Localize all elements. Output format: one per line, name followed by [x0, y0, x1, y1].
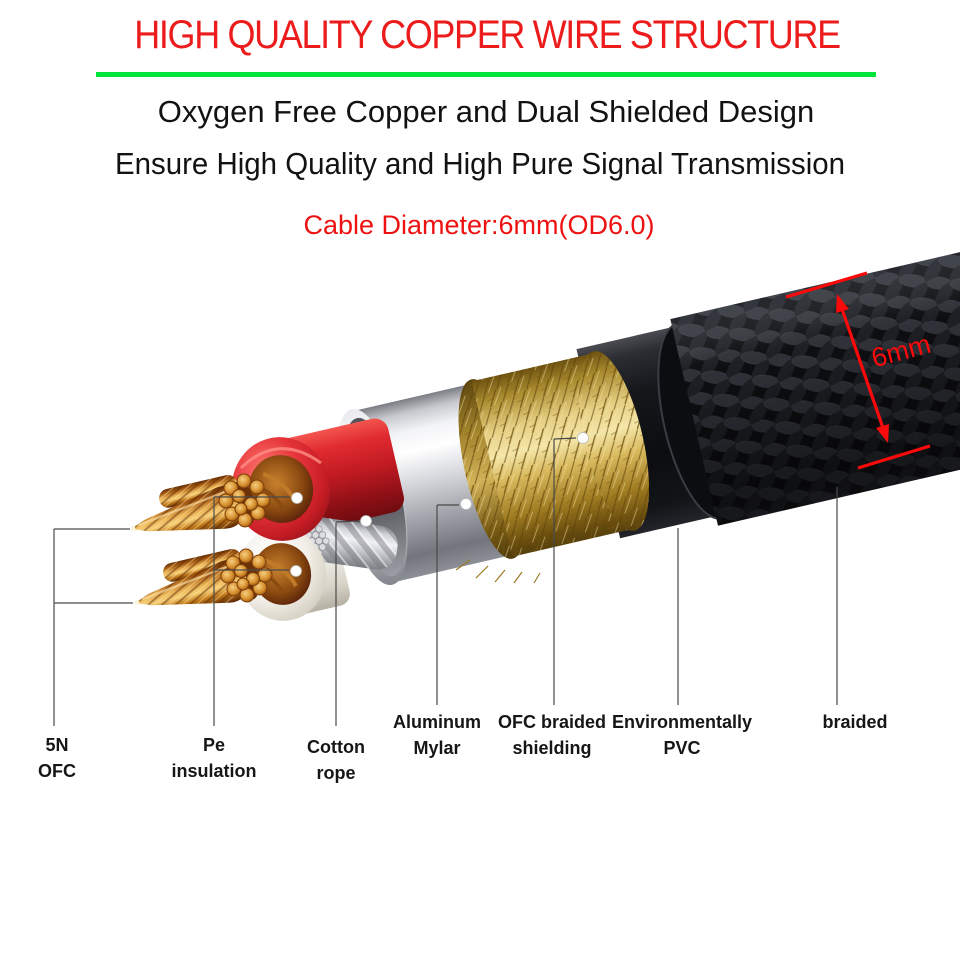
dimension-arrowhead-bottom	[876, 424, 889, 443]
callout-line2: PVC	[663, 738, 701, 758]
callout-line2: rope	[316, 763, 356, 783]
callout-line1: Environmentally	[611, 712, 753, 732]
subtitle-line1: Oxygen Free Copper and Dual Shielded Des…	[157, 94, 815, 129]
dimension-annotation: 6mm	[785, 271, 934, 470]
callout-label-braided: braided	[822, 709, 887, 735]
callout-label-cotton-rope: Cotton rope	[307, 734, 365, 786]
callout-label-ofc-braided-shielding: OFC braided shielding	[498, 709, 606, 761]
marker-dots	[290, 432, 589, 577]
copper-bundle-lower	[134, 548, 273, 606]
subtitle-line2: Ensure High Quality and High Pure Signal…	[114, 146, 846, 181]
marker-dot-red-pe	[291, 492, 303, 504]
leader-cotton-arm	[335, 520, 360, 523]
dimension-tick-top	[785, 271, 868, 299]
callout-line1: OFC braided	[497, 712, 607, 732]
cut-strand-ends-upper	[218, 473, 271, 528]
callout-label-environmentally-pvc: Environmentally PVC	[612, 709, 752, 761]
callout-line2: shielding	[512, 738, 592, 758]
dimension-arrow-line	[840, 308, 885, 429]
marker-dot-mylar	[460, 498, 472, 510]
callout-line2: Mylar	[413, 738, 461, 758]
callout-line1: Pe	[202, 735, 226, 755]
ofc-braid-layer	[455, 351, 650, 584]
leader-ofc-braid-arm	[553, 437, 577, 440]
callout-line2: insulation	[171, 761, 257, 781]
page-title: HIGH QUALITY COPPER WIRE STRUCTURE	[134, 13, 841, 57]
marker-dot-white-pe	[290, 565, 302, 577]
callout-line1: Cotton	[307, 737, 365, 757]
green-divider	[96, 72, 876, 77]
diameter-note: Cable Diameter:6mm(OD6.0)	[303, 210, 655, 240]
copper-bundle-upper	[130, 473, 271, 532]
red-ring-highlight	[239, 447, 322, 470]
cut-strand-ends-lower	[220, 548, 273, 603]
callout-line2: OFC	[38, 761, 76, 781]
callout-line1: braided	[822, 712, 888, 732]
outer-braid-layer	[657, 240, 960, 526]
marker-dot-gold	[577, 432, 589, 444]
white-pe-ring	[237, 527, 327, 621]
leader-lines	[53, 437, 838, 726]
callout-label-pe-insulation: Pe insulation	[172, 732, 257, 784]
dimension-tick-bottom	[857, 444, 931, 470]
callout-label-5n-ofc: 5N OFC	[38, 732, 76, 784]
callout-line1: Aluminum	[393, 712, 481, 732]
callout-label-aluminum-mylar: Aluminum Mylar	[393, 709, 481, 761]
marker-dot-cotton	[360, 515, 372, 527]
dimension-arrowhead-top	[836, 294, 849, 313]
callout-line1: 5N	[45, 735, 69, 755]
gold-fringe	[455, 559, 541, 584]
